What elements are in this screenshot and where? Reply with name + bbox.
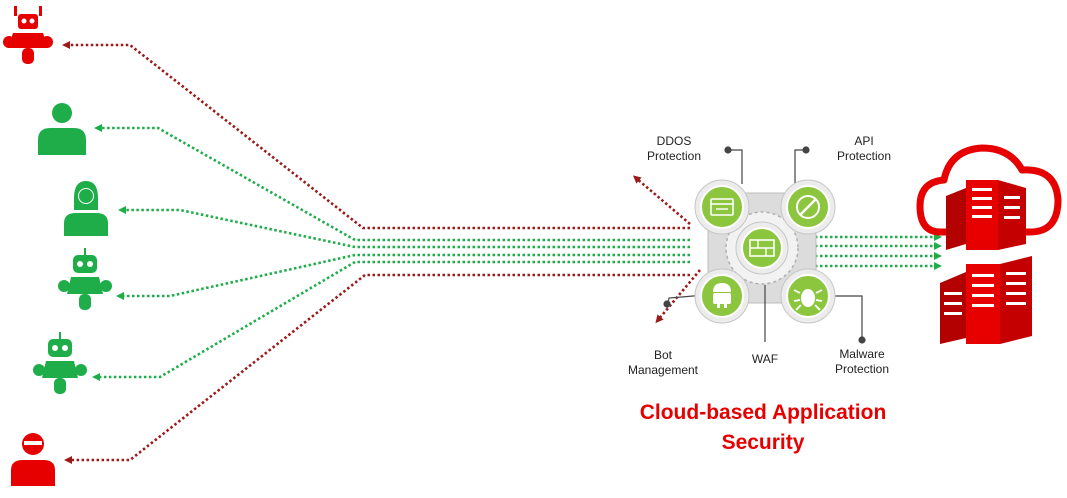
ddos-protection-label: DDOS Protection: [646, 134, 702, 163]
legit-flow-line: [116, 253, 690, 300]
api-protection-label: API Protection: [836, 134, 892, 163]
malicious-robot-icon: [3, 6, 53, 64]
waf-firewall-icon: [735, 221, 789, 275]
hacker-icon: [11, 433, 55, 486]
diagram-title-line2: Security: [721, 431, 805, 454]
bot-deflect-arrow: [655, 269, 701, 324]
user-female-icon: [64, 181, 108, 236]
legit-flow-line: [118, 206, 690, 249]
api-plug-icon: [780, 179, 836, 235]
malware-protection-label: Malware Protection: [834, 347, 890, 376]
malicious-flow-line: [62, 41, 690, 230]
ddos-deflect-arrow: [632, 175, 691, 225]
waf-label: WAF: [751, 352, 779, 366]
malware-bug-icon: [780, 268, 836, 324]
ddos-connector: [728, 149, 743, 184]
ddos-shield-icon: [694, 179, 750, 235]
bot-management-label: Bot Management: [627, 348, 699, 377]
diagram-title-line1: Cloud-based Application: [639, 401, 887, 424]
malware-connector: [835, 295, 863, 338]
bot-android-icon: [694, 268, 750, 324]
api-connector: [794, 149, 806, 184]
diagram-title: Cloud-based Application Security: [603, 398, 923, 458]
good-bot-icon: [33, 332, 87, 394]
server-icon: [940, 256, 1032, 344]
good-bot-icon: [58, 248, 112, 310]
cloud-icon: [916, 144, 1062, 236]
legit-flow-line: [92, 260, 690, 381]
malicious-flow-line: [64, 273, 690, 464]
user-male-icon: [38, 103, 86, 155]
server-icon: [946, 180, 1026, 250]
legit-flow-line: [94, 124, 690, 242]
